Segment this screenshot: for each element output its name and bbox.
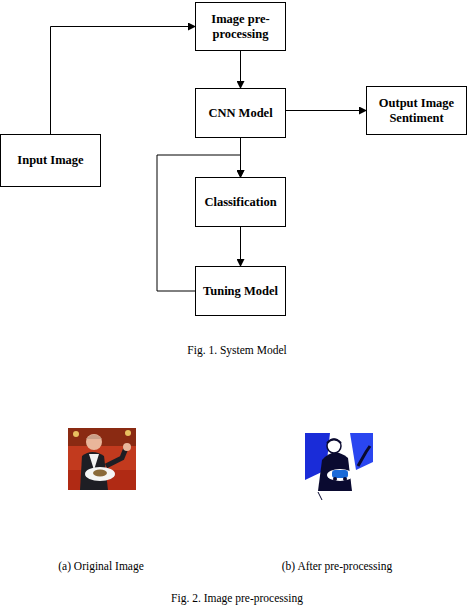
box-text-group: CNN Model bbox=[208, 106, 272, 121]
box-text-group: Image pre-processing bbox=[200, 12, 281, 42]
figure-caption: Fig. 1. System Model bbox=[187, 344, 286, 356]
process-box: Output Image Sentiment bbox=[366, 86, 467, 135]
flow-arrow bbox=[51, 27, 196, 135]
box-text-group: Tuning Model bbox=[203, 284, 278, 299]
preprocessed-photo bbox=[305, 433, 373, 500]
flow-arrow bbox=[240, 51, 241, 88]
box-label: Tuning Model bbox=[203, 284, 278, 299]
box-text-group: Output Image Sentiment bbox=[371, 96, 462, 126]
process-box: Input Image bbox=[0, 134, 101, 187]
figure-label: Fig. 2. Image pre-processing bbox=[171, 592, 303, 604]
flow-arrow bbox=[240, 227, 241, 266]
process-box: CNN Model bbox=[195, 88, 286, 138]
process-box: Tuning Model bbox=[195, 266, 286, 316]
process-box: Classification bbox=[195, 177, 286, 227]
process-box: Image pre-processing bbox=[195, 2, 286, 51]
box-label: CNN Model bbox=[208, 106, 272, 121]
figure-label: (a) Original Image bbox=[58, 560, 144, 572]
box-label: Image pre-processing bbox=[200, 12, 281, 42]
figure-label: (b) After pre-processing bbox=[282, 560, 393, 572]
box-text-group: Classification bbox=[204, 195, 276, 210]
box-text-group: Input Image bbox=[17, 153, 83, 168]
box-label: Input Image bbox=[17, 153, 83, 168]
box-label: Classification bbox=[204, 195, 276, 210]
original-photo bbox=[68, 428, 136, 490]
box-label: Output Image Sentiment bbox=[371, 96, 462, 126]
